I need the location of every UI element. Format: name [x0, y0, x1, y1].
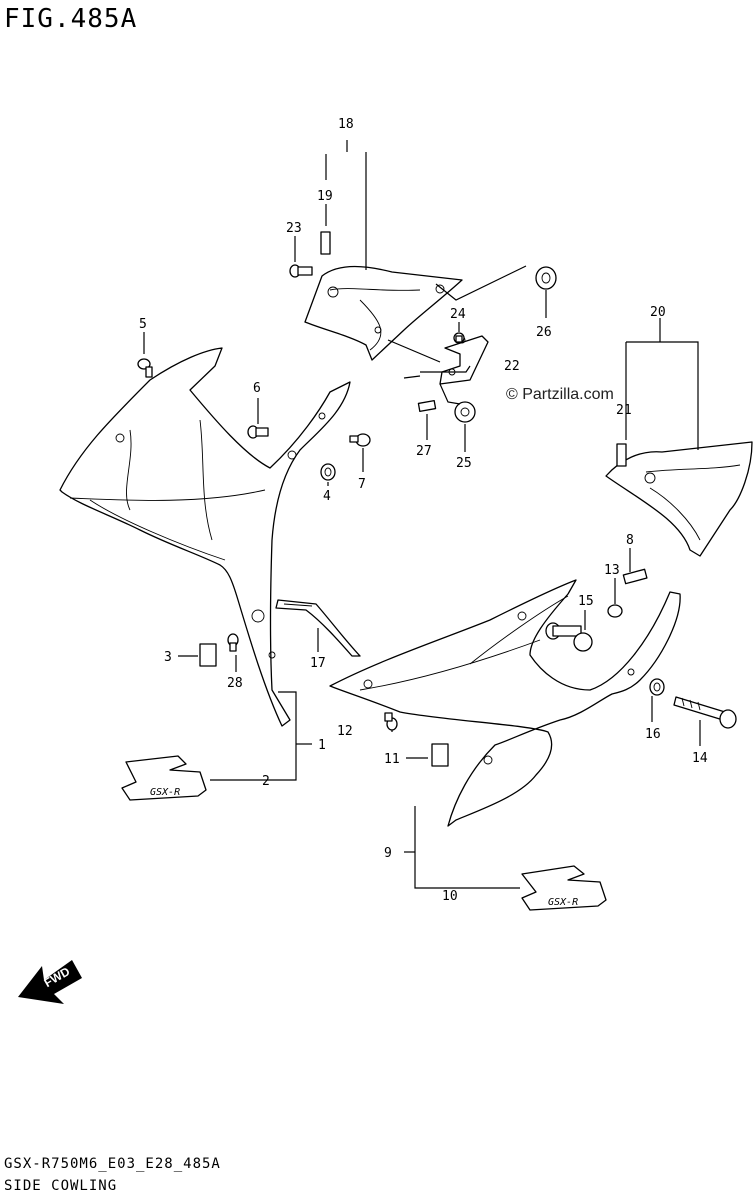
callout-4: 4	[323, 489, 331, 504]
watermark: © Partzilla.com	[506, 386, 614, 403]
grommet-part-4	[320, 463, 336, 481]
callout-20: 20	[650, 305, 666, 320]
callout-22: 22	[504, 359, 520, 374]
screw-part-24	[453, 332, 465, 344]
callout-9: 9	[384, 846, 392, 861]
callout-14: 14	[692, 751, 708, 766]
emblem-part-10: GSX-R	[521, 865, 607, 911]
grommet-part-25	[454, 401, 476, 423]
callout-6: 6	[253, 381, 261, 396]
grommet-part-26	[535, 266, 557, 290]
fwd-arrow-icon: FWD	[18, 960, 82, 1004]
inner-panel-part-18	[304, 265, 463, 361]
side-panel-part-20	[605, 441, 753, 557]
cushion-part-3	[199, 643, 217, 667]
side-cowling-part-1	[59, 347, 351, 727]
leader-lines	[143, 140, 701, 889]
screw-part-5	[137, 358, 153, 378]
callout-25: 25	[456, 456, 472, 471]
decal-part-19	[320, 231, 331, 255]
screw-part-28	[227, 633, 239, 652]
callout-21: 21	[616, 403, 632, 418]
bracket-part-22	[439, 335, 489, 385]
screw-part-23	[289, 264, 313, 278]
callout-2: 2	[262, 774, 270, 789]
callout-19: 19	[317, 189, 333, 204]
clip-part-27	[417, 400, 437, 412]
callout-16: 16	[645, 727, 661, 742]
emblem-10-text: GSX-R	[548, 897, 578, 908]
figure-title: FIG.485A	[4, 4, 138, 34]
callout-26: 26	[536, 325, 552, 340]
screw-part-6	[247, 425, 269, 439]
callout-15: 15	[578, 594, 594, 609]
clip-part-8	[622, 568, 648, 585]
callout-10: 10	[442, 889, 458, 904]
callout-23: 23	[286, 221, 302, 236]
figure-subtitle: SIDE COWLING	[4, 1178, 118, 1194]
screw-part-12	[384, 712, 398, 731]
collar-part-15	[545, 622, 593, 652]
callout-7: 7	[358, 477, 366, 492]
callout-8: 8	[626, 533, 634, 548]
callout-numbers: 18 19 23 26 24 22 27 25 20 21 5 6 7 4 3 …	[139, 117, 708, 904]
trim-strip-part-17	[275, 599, 361, 657]
emblem-2-text: GSX-R	[150, 787, 180, 798]
grommet-part-16	[649, 678, 665, 696]
callout-18: 18	[338, 117, 354, 132]
model-code: GSX-R750M6_E03_E28_485A	[4, 1156, 221, 1172]
callout-1: 1	[318, 738, 326, 753]
callout-13: 13	[604, 563, 620, 578]
bolt-part-14	[673, 696, 737, 729]
callout-27: 27	[416, 444, 432, 459]
callout-3: 3	[164, 650, 172, 665]
callout-17: 17	[310, 656, 326, 671]
decal-part-21	[616, 443, 627, 467]
callout-28: 28	[227, 676, 243, 691]
callout-11: 11	[384, 752, 400, 767]
callout-12: 12	[337, 724, 353, 739]
lower-cowling-part-9	[329, 579, 681, 827]
nut-part-13	[607, 604, 623, 618]
cushion-part-11	[431, 743, 449, 767]
callout-24: 24	[450, 307, 466, 322]
emblem-part-2: GSX-R	[121, 755, 207, 801]
callout-5: 5	[139, 317, 147, 332]
nut-part-7	[349, 433, 371, 447]
